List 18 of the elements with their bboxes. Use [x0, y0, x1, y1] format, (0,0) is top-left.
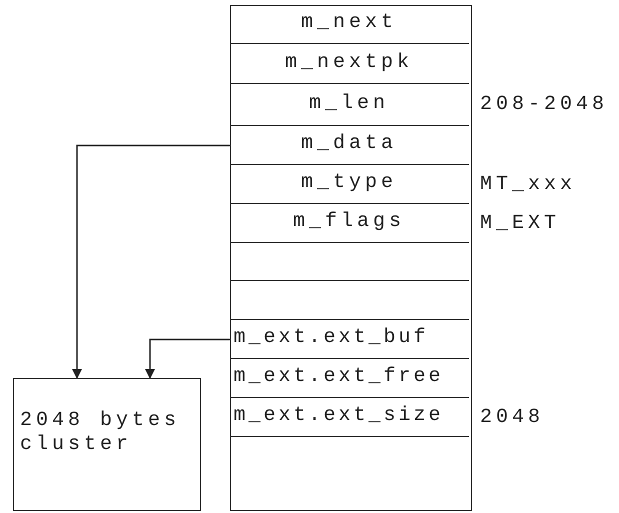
- field-name: m_ext.ext_size: [234, 404, 444, 428]
- value-label: M_EXT: [480, 212, 560, 236]
- field-name: m_type: [300, 171, 398, 195]
- structure-outline: [230, 5, 472, 511]
- buffer-box: [13, 378, 201, 511]
- value-label: 2048: [480, 406, 544, 430]
- field-name: m_len: [308, 92, 390, 116]
- field-name: m_ext.ext_free: [234, 365, 444, 389]
- value-label: 208-2048: [480, 93, 608, 117]
- field-name: m_data: [300, 132, 398, 156]
- field-name: m_nextpk: [284, 50, 414, 74]
- arrow: [145, 338, 230, 379]
- field-name: m_next: [300, 11, 398, 35]
- arrow: [72, 144, 230, 379]
- field-name: m_ext.ext_buf: [234, 326, 429, 350]
- field-name: m_flags: [292, 210, 406, 234]
- box-label: 2048 bytes cluster: [20, 409, 182, 457]
- value-label: MT_xxx: [480, 172, 576, 196]
